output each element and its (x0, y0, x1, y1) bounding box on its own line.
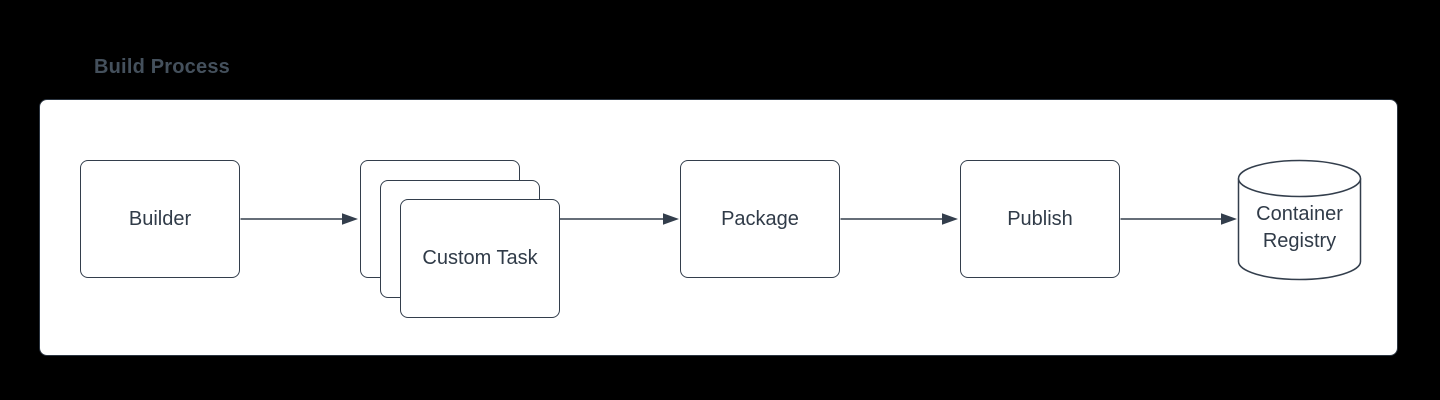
cylinder-top (1237, 159, 1362, 198)
node-custom-task-label: Custom Task (422, 247, 538, 269)
node-package[interactable]: Package (680, 160, 840, 278)
node-builder-label: Builder (128, 207, 192, 230)
node-container-registry-label: Container Registry (1256, 203, 1343, 252)
node-container-registry-cylinder[interactable] (1236, 158, 1363, 282)
node-publish-label: Publish (1007, 207, 1073, 230)
node-package-label: Package (721, 207, 799, 230)
node-publish[interactable]: Publish (960, 160, 1120, 278)
cylinder-body (1237, 178, 1362, 281)
node-builder[interactable]: Builder (80, 160, 240, 278)
node-custom-task[interactable]: Custom Task (400, 199, 560, 318)
diagram-title[interactable]: Build Process (94, 56, 230, 78)
